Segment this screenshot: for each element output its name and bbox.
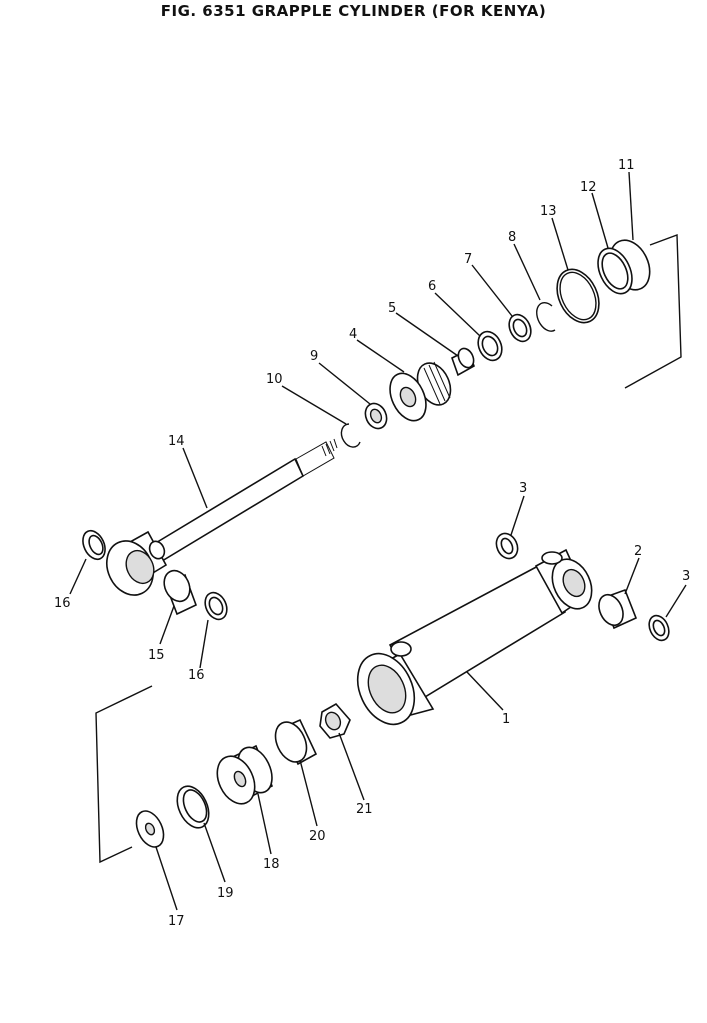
part-3-seal-upper[interactable] [492, 530, 521, 562]
part-5-bushing[interactable] [451, 346, 477, 377]
part-10-snap-ring[interactable] [340, 423, 361, 448]
part-12-ring[interactable] [591, 243, 638, 299]
part-2-bushing[interactable] [594, 588, 638, 630]
label-part-12: 12 [580, 180, 597, 195]
part-3-seal-right[interactable] [645, 612, 672, 643]
label-part-1: 1 [502, 712, 510, 727]
label-part-17: 17 [168, 914, 185, 929]
bracket-upper-right [624, 234, 682, 389]
part-8-snap-ring[interactable] [536, 301, 556, 332]
part-20-wear-ring[interactable] [269, 717, 318, 767]
part-15-bushing[interactable] [159, 566, 198, 616]
label-part-11: 11 [618, 158, 635, 173]
part-13-ring[interactable] [549, 263, 607, 330]
part-19-seal-ring[interactable] [171, 781, 215, 833]
bracket-lower-left [95, 685, 153, 864]
part-18-piston[interactable] [210, 742, 279, 810]
label-part-2: 2 [634, 544, 642, 559]
label-part-21: 21 [356, 802, 373, 817]
label-part-3-right: 3 [682, 569, 690, 584]
label-part-7: 7 [464, 252, 472, 267]
part-21-nut[interactable] [319, 702, 351, 739]
part-16-seal-upper[interactable] [79, 527, 110, 563]
label-part-18: 18 [263, 857, 280, 872]
label-part-15: 15 [148, 648, 165, 663]
part-4-cylinder-head[interactable] [383, 358, 457, 427]
label-part-19: 19 [217, 886, 234, 901]
label-part-10: 10 [266, 372, 283, 387]
label-part-14: 14 [168, 434, 185, 449]
part-1-cylinder-tube[interactable] [347, 548, 600, 734]
label-part-6: 6 [428, 279, 436, 294]
label-part-8: 8 [508, 230, 516, 245]
label-part-16-upper: 16 [54, 596, 71, 611]
label-part-9: 9 [310, 349, 318, 364]
label-part-5: 5 [388, 301, 396, 316]
label-part-20: 20 [309, 829, 326, 844]
label-part-16-lower: 16 [188, 668, 205, 683]
label-part-13: 13 [540, 204, 557, 219]
label-part-3-upper: 3 [519, 481, 527, 496]
part-16-seal-lower[interactable] [201, 589, 231, 623]
part-7-seal[interactable] [505, 311, 535, 345]
figure-title: FIG. 6351 GRAPPLE CYLINDER (FOR KENYA) [160, 2, 547, 20]
leader-lines [69, 171, 687, 911]
part-6-seal[interactable] [474, 328, 507, 364]
part-9-seal[interactable] [361, 400, 390, 432]
part-14-piston-rod[interactable] [98, 438, 338, 603]
label-part-4: 4 [349, 327, 357, 342]
part-17-washer[interactable] [131, 807, 169, 852]
